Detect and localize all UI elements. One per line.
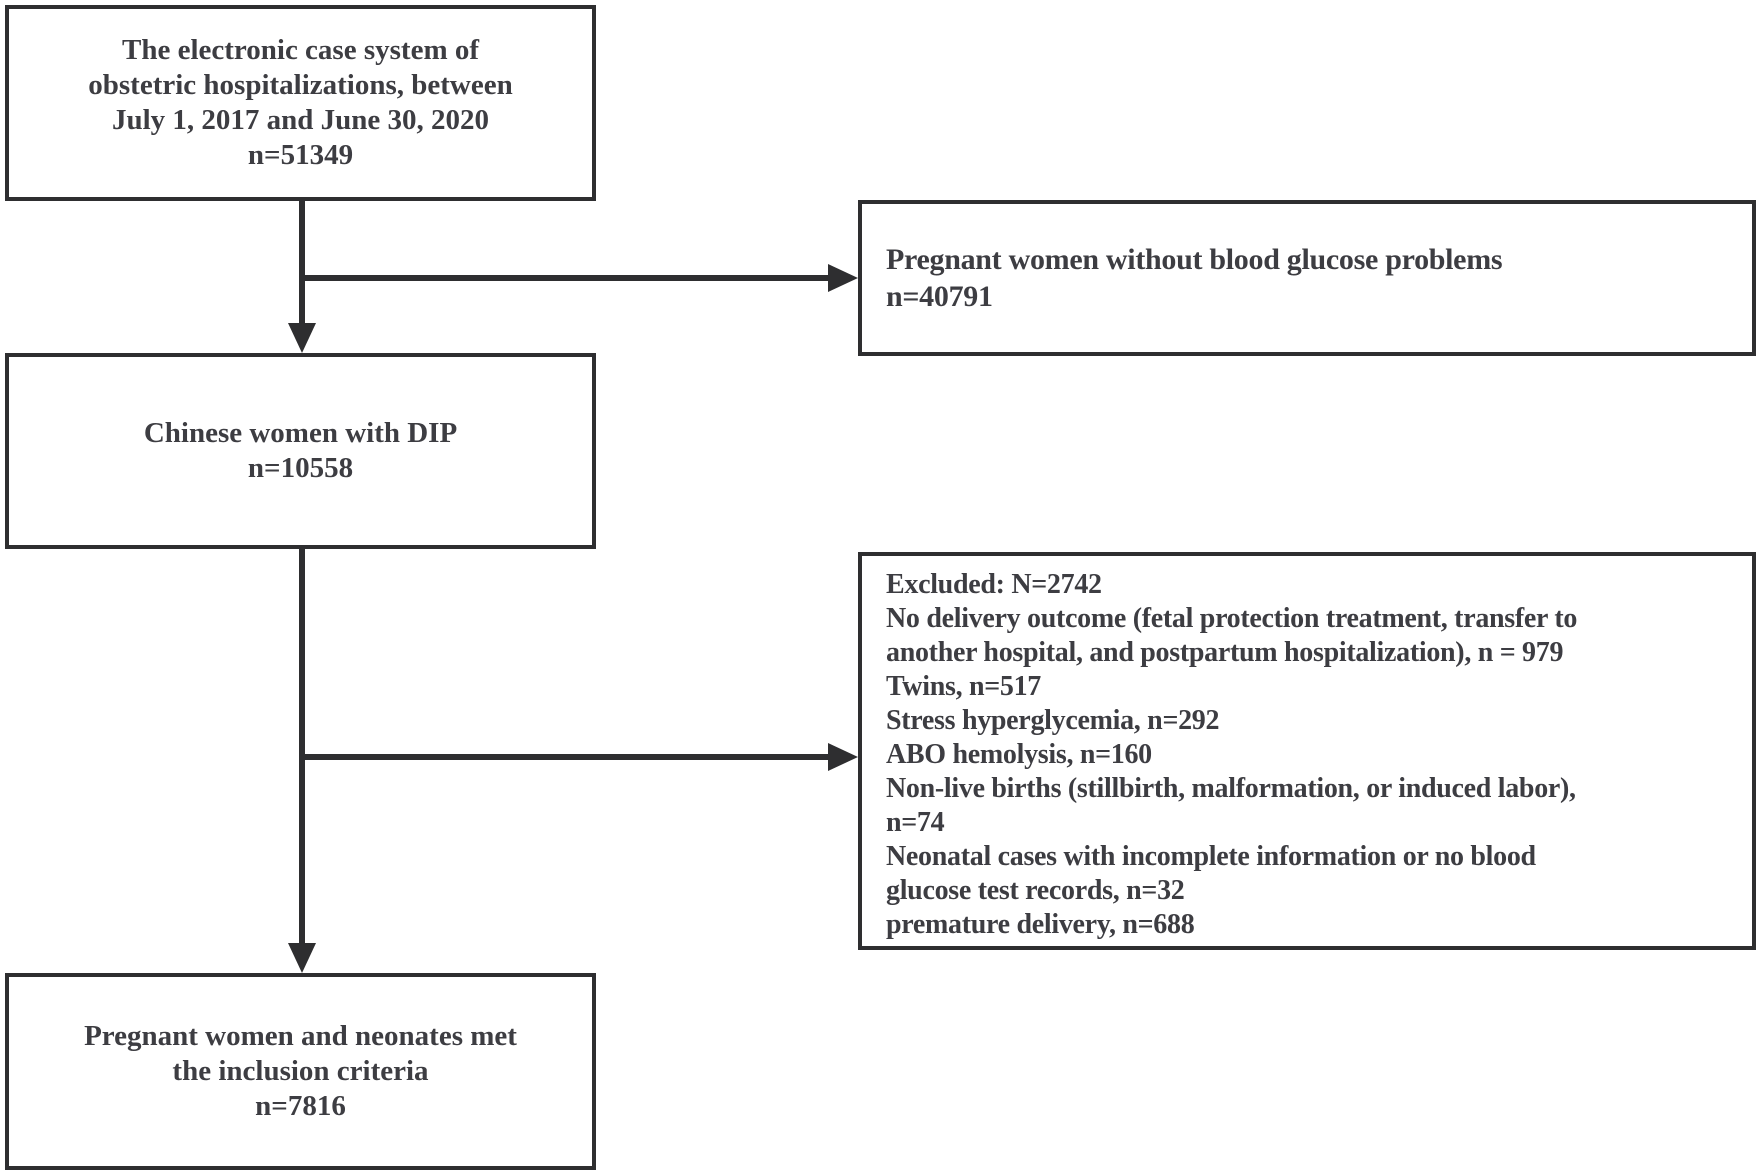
arrow-right-icon (828, 264, 858, 292)
box-dip-cohort-text: Chinese women with DIP n=10558 (143, 417, 458, 484)
box-excluded-reasons-text: Excluded: N=2742 No delivery outcome (fe… (886, 569, 1578, 940)
box-source-population: The electronic case system of obstetric … (5, 5, 596, 201)
arrow-down-icon (288, 323, 316, 353)
box-final-inclusion-text: Pregnant women and neonates met the incl… (84, 1020, 517, 1122)
connector-branch-excluded-line (299, 754, 831, 760)
arrow-right-icon (828, 743, 858, 771)
box-excluded-reasons: Excluded: N=2742 No delivery outcome (fe… (858, 552, 1756, 950)
box-final-inclusion: Pregnant women and neonates met the incl… (5, 973, 596, 1170)
box-excluded-no-glucose-problems: Pregnant women without blood glucose pro… (858, 200, 1756, 356)
connector-dip-to-inclusion-line (299, 548, 305, 946)
connector-branch-no-glucose-line (299, 275, 831, 281)
box-source-population-text: The electronic case system of obstetric … (88, 34, 513, 171)
connector-source-to-dip-line (299, 200, 305, 326)
box-dip-cohort: Chinese women with DIP n=10558 (5, 353, 596, 549)
arrow-down-icon (288, 943, 316, 973)
box-excluded-no-glucose-problems-text: Pregnant women without blood glucose pro… (886, 243, 1503, 313)
